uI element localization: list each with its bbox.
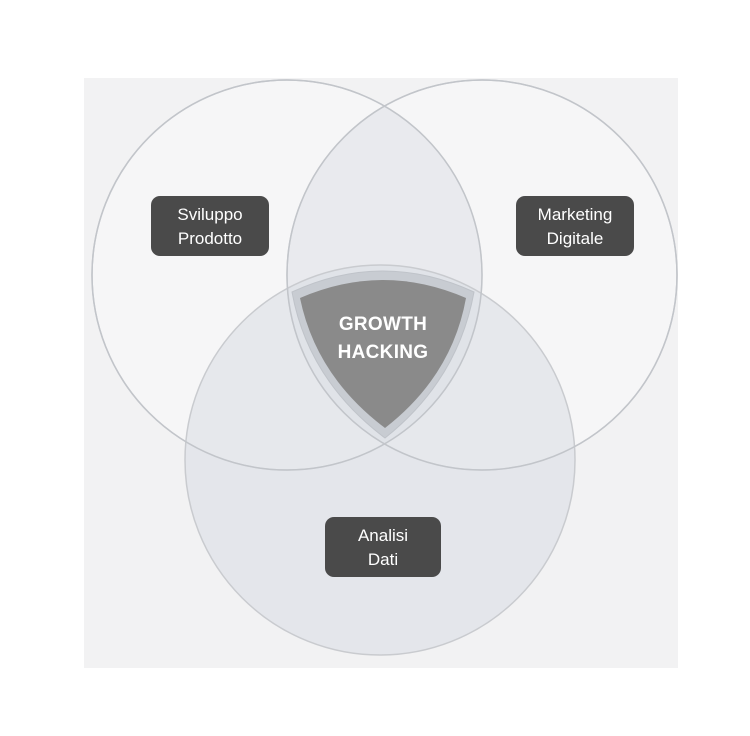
label-sviluppo-prodotto: Sviluppo Prodotto [151,196,269,256]
label-box [516,196,634,256]
center-label: GROWTH HACKING [338,314,429,363]
label-line-1: Marketing [538,205,613,224]
label-analisi-dati: Analisi Dati [325,517,441,577]
label-line-2: Dati [368,550,398,569]
center-line-2: HACKING [338,342,429,363]
label-line-1: Analisi [358,526,408,545]
label-line-2: Prodotto [178,229,242,248]
label-marketing-digitale: Marketing Digitale [516,196,634,256]
label-line-1: Sviluppo [177,205,242,224]
outline-marketing [286,79,678,471]
label-line-2: Digitale [547,229,604,248]
center-intersection [300,280,466,428]
label-box [151,196,269,256]
outline-sviluppo [91,79,483,471]
label-box [325,517,441,577]
center-line-1: GROWTH [339,314,427,335]
circle-analisi-dati [184,264,576,656]
